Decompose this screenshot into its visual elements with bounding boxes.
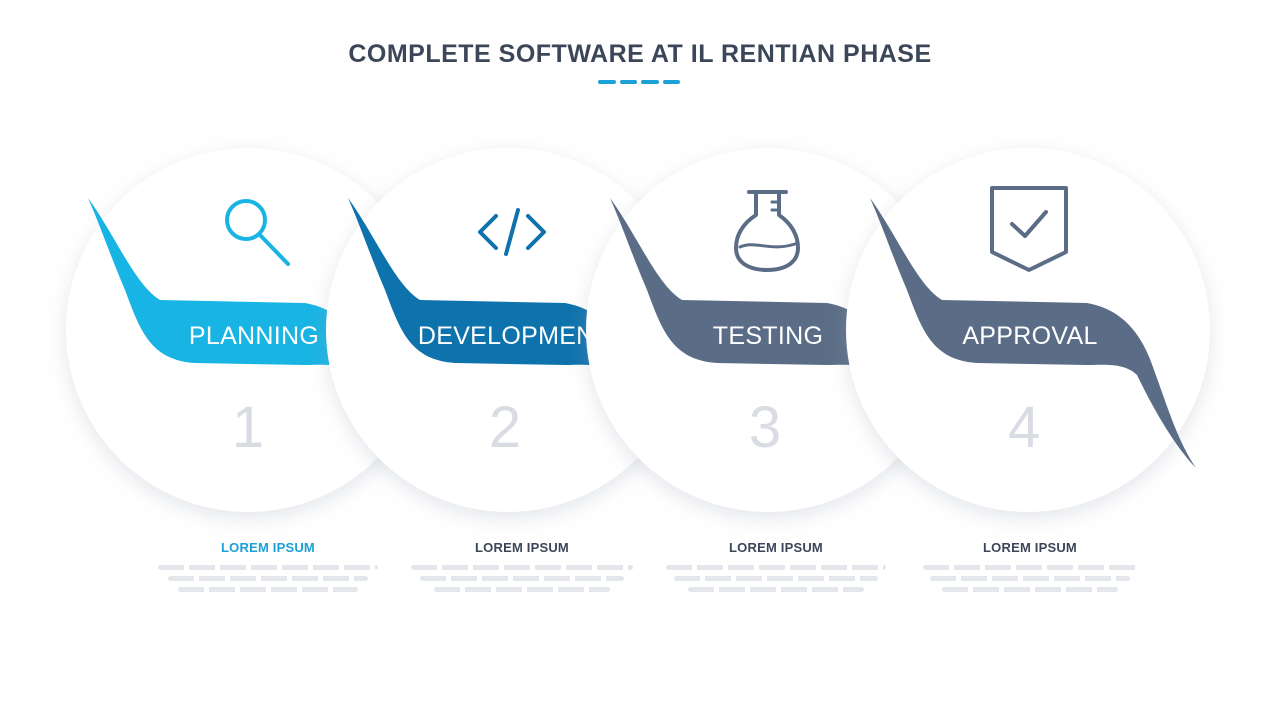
placeholder-text-line <box>942 587 1118 592</box>
stage-3-number: 3 <box>749 395 781 460</box>
search-icon <box>225 199 290 266</box>
placeholder-text-line <box>434 587 610 592</box>
stage-4-number: 4 <box>1008 395 1040 460</box>
stage-1-ribbon <box>88 198 414 468</box>
stage-3-label: TESTING <box>713 322 823 350</box>
stage-2-description: LOREM IPSUM <box>402 540 642 598</box>
stage-3: TESTING 3 <box>586 148 950 512</box>
stage-1-description: LOREM IPSUM <box>148 540 388 598</box>
placeholder-text-line <box>168 576 368 581</box>
stage-1-label: PLANNING <box>189 322 319 350</box>
placeholder-text-line <box>411 565 633 570</box>
stage-3-heading: LOREM IPSUM <box>729 540 823 555</box>
stage-4-ribbon <box>870 198 1196 468</box>
placeholder-text-line <box>420 576 624 581</box>
stage-2-label: DEVELOPMENT <box>418 322 610 350</box>
stage-4-heading: LOREM IPSUM <box>983 540 1077 555</box>
stage-4-label: APPROVAL <box>962 322 1097 350</box>
stage-2-heading: LOREM IPSUM <box>475 540 569 555</box>
stage-1-heading: LOREM IPSUM <box>221 540 315 555</box>
placeholder-text-line <box>674 576 878 581</box>
stage-4: APPROVAL 4 <box>846 148 1210 512</box>
page-title: COMPLETE SOFTWARE AT IL RENTIAN PHASE <box>348 40 932 68</box>
stage-3-description: LOREM IPSUM <box>656 540 896 598</box>
shield-check-icon <box>990 186 1068 272</box>
stage-2-ribbon <box>348 198 674 468</box>
placeholder-text-line <box>158 565 378 570</box>
stage-2-number: 2 <box>489 395 521 460</box>
stage-2: DEVELOPMENT 2 <box>326 148 690 512</box>
flask-icon <box>734 190 800 272</box>
placeholder-text-line <box>178 587 358 592</box>
stage-1-number: 1 <box>232 395 264 460</box>
stage-4-description: LOREM IPSUM <box>910 540 1150 598</box>
placeholder-text-line <box>666 565 886 570</box>
placeholder-text-line <box>930 576 1130 581</box>
title-underline <box>598 80 680 85</box>
stage-3-ribbon <box>610 198 936 468</box>
placeholder-text-line <box>688 587 864 592</box>
placeholder-text-line <box>923 565 1137 570</box>
stage-1: PLANNING 1 <box>66 148 430 512</box>
code-icon <box>478 208 546 256</box>
